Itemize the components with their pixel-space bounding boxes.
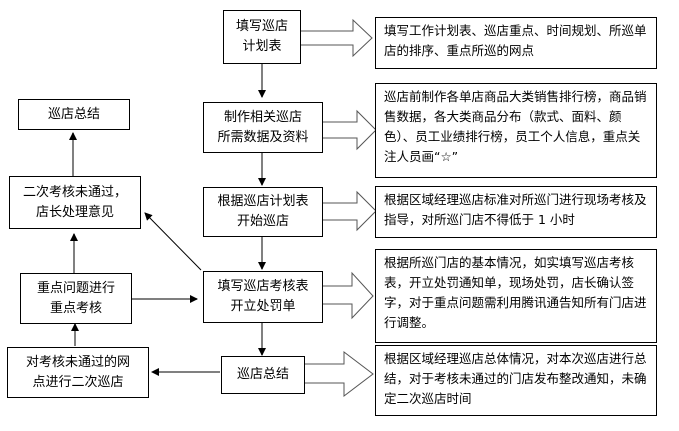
- side-summary-label: 巡店总结: [47, 106, 100, 122]
- desc-fill-plan-text: 填写工作计划表、巡店重点、时间规划、所巡单店的排序、重点所巡的网点: [384, 23, 647, 58]
- side-manager-opinion-line1: 二次考核未通过，: [22, 184, 127, 200]
- desc-fill-assessment: 根据所巡门店的基本情况，如实填写巡店考核表，开立处罚通知单，现场处罚，店长确认签…: [375, 249, 657, 343]
- desc-fill-plan: 填写工作计划表、巡店重点、时间规划、所巡单店的排序、重点所巡的网点: [375, 17, 657, 69]
- side-summary: 巡店总结: [18, 99, 130, 130]
- step-fill-plan: 填写巡店 计划表: [223, 10, 301, 64]
- step-summary-label: 巡店总结: [236, 367, 289, 382]
- step-summary: 巡店总结: [221, 356, 305, 394]
- desc-start-patrol: 根据区域经理巡店标准对所巡门进行现场考核及指导，对所巡门店不得低于 1 小时: [375, 186, 657, 238]
- side-second-patrol-line2: 点进行二次巡店: [32, 374, 124, 390]
- side-manager-opinion-line2: 店长处理意见: [35, 204, 114, 220]
- step-fill-plan-line2: 计划表: [242, 39, 282, 54]
- step-start-patrol-line2: 开始巡店: [236, 214, 289, 229]
- block-arrow-step4: [322, 271, 374, 320]
- desc-start-patrol-text: 根据区域经理巡店标准对所巡门进行现场考核及指导，对所巡门店不得低于 1 小时: [384, 192, 647, 227]
- step-fill-assessment: 填写巡店考核表 开立处罚单: [203, 271, 323, 323]
- desc-prepare-data: 巡店前制作各单店商品大类销售排行榜，商品销售数据，各大类商品分布（款式、面料、颜…: [375, 83, 657, 178]
- step-start-patrol: 根据巡店计划表 开始巡店: [203, 187, 323, 237]
- desc-prepare-data-text: 巡店前制作各单店商品大类销售排行榜，商品销售数据，各大类商品分布（款式、面料、颜…: [384, 89, 647, 164]
- side-key-issue-review-line1: 重点问题进行: [36, 280, 115, 296]
- side-key-issue-review-line2: 重点考核: [49, 300, 102, 316]
- block-arrow-step3: [322, 190, 377, 232]
- desc-summary-text: 根据区域经理巡店总体情况，对本次巡店进行总结，对于考核未通过的门店发布整改通知，…: [384, 351, 647, 406]
- step-start-patrol-line1: 根据巡店计划表: [217, 194, 309, 209]
- block-arrow-step2: [322, 109, 377, 151]
- block-arrow-step1: [300, 18, 373, 58]
- step-prepare-data-line2: 所需数据及资料: [217, 129, 309, 145]
- side-key-issue-review: 重点问题进行 重点考核: [20, 273, 132, 324]
- step-fill-plan-line1: 填写巡店: [235, 19, 288, 34]
- arrow-step4-to-side3: [144, 212, 202, 271]
- step-prepare-data-line1: 制作相关巡店: [223, 109, 302, 125]
- step-prepare-data: 制作相关巡店 所需数据及资料: [203, 102, 323, 153]
- block-arrow-step5: [304, 350, 374, 398]
- side-manager-opinion: 二次考核未通过， 店长处理意见: [9, 176, 141, 229]
- side-second-patrol-line1: 对考核未通过的网: [25, 354, 130, 370]
- side-second-patrol: 对考核未通过的网 点进行二次巡店: [7, 347, 149, 398]
- step-fill-assessment-line2: 开立处罚单: [230, 299, 296, 314]
- desc-summary: 根据区域经理巡店总体情况，对本次巡店进行总结，对于考核未通过的门店发布整改通知，…: [375, 345, 657, 416]
- desc-fill-assessment-text: 根据所巡门店的基本情况，如实填写巡店考核表，开立处罚通知单，现场处罚，店长确认签…: [384, 255, 647, 330]
- step-fill-assessment-line1: 填写巡店考核表: [217, 279, 309, 294]
